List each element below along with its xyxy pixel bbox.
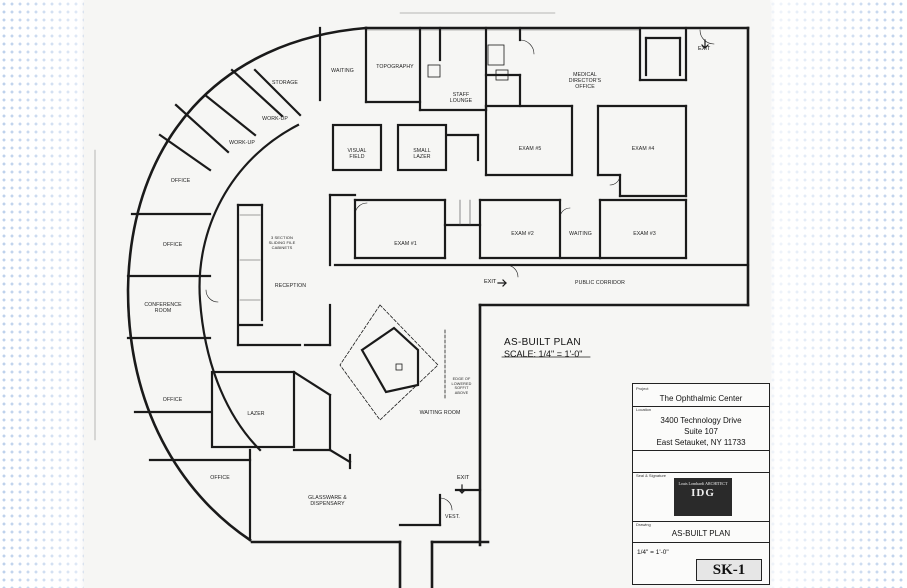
- plan-title: AS-BUILT PLAN: [504, 337, 581, 348]
- project-name: The Ophthalmic Center: [659, 394, 743, 403]
- exit-label-corridor: EXIT: [484, 279, 497, 285]
- room-label-lazer: LAZER: [247, 411, 265, 417]
- room-label-exam-3: EXAM #3: [633, 231, 656, 237]
- room-label-vestibule: VEST.: [445, 514, 460, 520]
- room-label-storage: STORAGE: [272, 80, 298, 86]
- address-line-3: East Setauket, NY 11733: [656, 438, 746, 447]
- room-label-waiting-room: WAITING ROOM: [419, 410, 461, 416]
- room-label-exam-2: EXAM #2: [511, 231, 534, 237]
- project-label: Project: [636, 386, 649, 391]
- address-line-2: Suite 107: [684, 427, 718, 436]
- room-label-staff-lounge: STAFF LOUNGE: [449, 92, 473, 104]
- title-block: Project The Ophthalmic Center Location 3…: [632, 383, 770, 585]
- room-label-exam-1: EXAM #1: [394, 241, 417, 247]
- drawing-scale: 1/4" = 1'-0": [637, 549, 669, 556]
- room-label-file-cabinets: 3 SECTION SLIDING FILE CABINETS: [268, 235, 296, 250]
- seal-label: Seal & Signature: [636, 473, 667, 478]
- exit-label-south: EXIT: [457, 475, 470, 481]
- architect-name: Louis Lombardi ARCHITECT: [678, 481, 728, 486]
- room-label-medical-directors-office: MEDICAL DIRECTOR'S OFFICE: [568, 72, 602, 90]
- room-label-office-1: OFFICE: [170, 178, 191, 184]
- room-label-workup-2: WORK-UP: [229, 140, 255, 146]
- sheet-number: SK-1: [696, 559, 762, 581]
- room-label-workup-1: WORK-UP: [262, 116, 288, 122]
- plan-scale: SCALE: 1/4" = 1'-0": [504, 349, 583, 359]
- address: 3400 Technology Drive Suite 107 East Set…: [637, 415, 765, 448]
- address-line-1: 3400 Technology Drive: [660, 416, 742, 425]
- room-label-glassware-dispensary: GLASSWARE & DISPENSARY: [308, 495, 347, 507]
- room-label-reception: RECEPTION: [274, 283, 307, 289]
- note-soffit: EDGE OF LOWERED SOFFIT ABOVE: [451, 377, 472, 395]
- logo-mark: IDG: [691, 487, 715, 499]
- drawing-title: AS-BUILT PLAN: [671, 529, 731, 538]
- room-label-public-corridor: PUBLIC CORRIDOR: [575, 280, 625, 286]
- room-label-topography: TOPOGRAPHY: [376, 64, 414, 70]
- exit-label-northeast: EXIT: [698, 46, 711, 52]
- room-label-office-4: OFFICE: [210, 475, 230, 481]
- room-label-waiting-mid: WAITING: [569, 231, 592, 237]
- room-label-exam-4: EXAM #4: [631, 146, 655, 152]
- room-label-conference-room: CONFERENCE ROOM: [144, 302, 182, 314]
- room-label-visual-field: VISUAL FIELD: [347, 148, 367, 160]
- room-label-exam-5: EXAM #5: [518, 146, 542, 152]
- drawing-label: Drawing: [636, 522, 651, 527]
- room-label-office-2: OFFICE: [162, 242, 183, 248]
- location-label: Location: [636, 407, 652, 412]
- architect-logo: Louis Lombardi ARCHITECT IDG: [674, 478, 732, 516]
- room-label-office-3: OFFICE: [162, 397, 183, 403]
- room-label-small-lazer: SMALL LAZER: [413, 148, 431, 160]
- room-label-waiting-top: WAITING: [331, 68, 354, 74]
